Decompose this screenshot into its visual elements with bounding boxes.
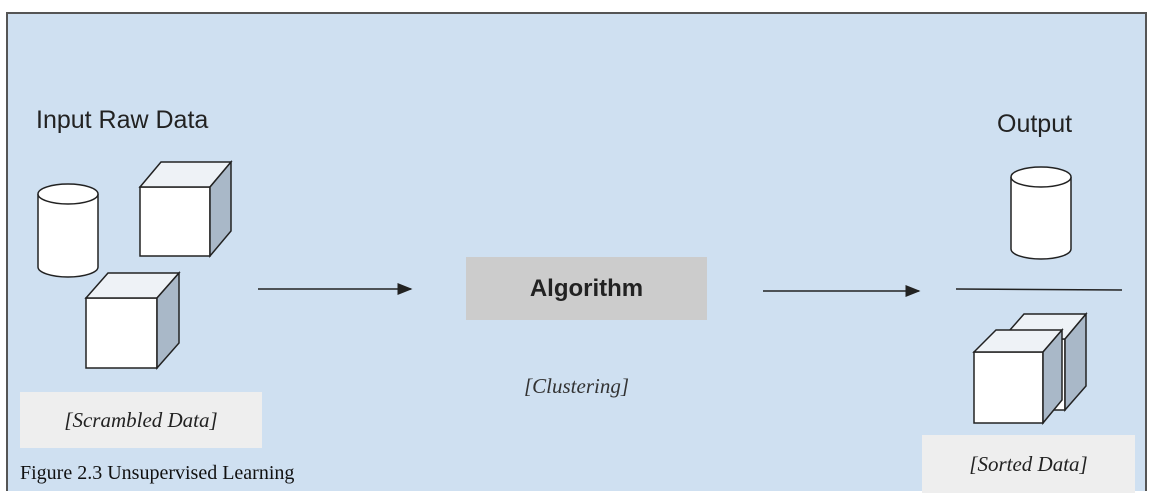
algorithm-box: Algorithm — [466, 257, 707, 320]
output-title: Output — [997, 110, 1073, 138]
figure-caption: Figure 2.3 Unsupervised Learning — [20, 462, 295, 484]
sorted-data-box: [Sorted Data] — [922, 435, 1135, 493]
sorted-data-label: [Sorted Data] — [969, 451, 1088, 476]
clustering-label: [Clustering] — [524, 374, 630, 398]
scrambled-data-label: [Scrambled Data] — [64, 407, 218, 432]
input-title: Input Raw Data — [36, 106, 209, 134]
algorithm-label: Algorithm — [529, 274, 644, 302]
output-cube-icon — [972, 327, 1064, 426]
input-cube-icon — [84, 271, 181, 370]
diagram-shapes — [37, 159, 1123, 426]
input-cylinder-icon — [37, 183, 99, 278]
output-cylinder-icon — [1010, 166, 1072, 260]
diagram-canvas: Input Raw Data Output Algorithm [Cluster… — [6, 12, 1147, 493]
output-divider — [955, 288, 1123, 291]
input-cube-icon — [138, 159, 233, 259]
scrambled-data-box: [Scrambled Data] — [20, 392, 262, 448]
